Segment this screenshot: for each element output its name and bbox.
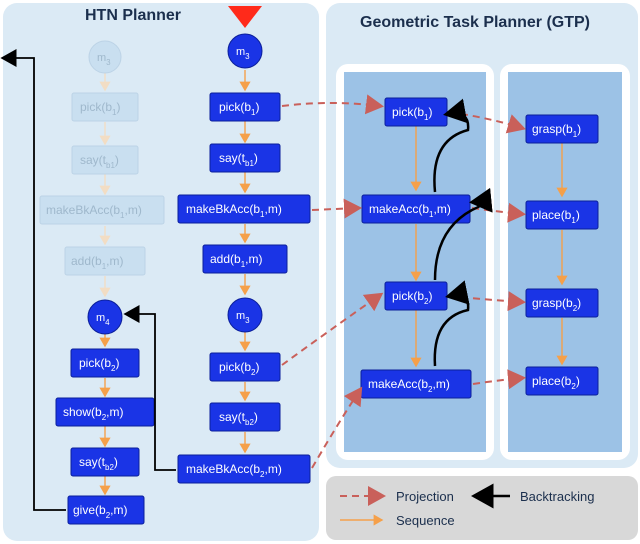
method-m3-second[interactable]: m3: [227, 297, 263, 333]
svg-text:pick(b2): pick(b2): [392, 289, 432, 306]
svg-text:pick(b2): pick(b2): [79, 356, 119, 373]
faded-node-makebkacc: makeBkAcc(b1,m): [39, 195, 165, 225]
svg-text:add(b1,m): add(b1,m): [71, 254, 123, 271]
legend-panel: [326, 476, 638, 540]
node-makebkacc-b1[interactable]: makeBkAcc(b1,m): [177, 194, 311, 224]
gtp-node-place-b2[interactable]: place(b2): [525, 366, 599, 396]
backtracking-arrows: [0, 49, 493, 511]
gtp-node-makeacc-b2[interactable]: makeAcc(b2,m): [360, 369, 472, 399]
legend-projection-label: Projection: [396, 489, 454, 504]
legend: Projection Backtracking Sequence: [340, 483, 594, 528]
svg-text:grasp(b2): grasp(b2): [532, 296, 581, 313]
projection-arrows: [281, 94, 526, 469]
svg-text:makeAcc(b2,m): makeAcc(b2,m): [368, 377, 450, 394]
svg-text:makeBkAcc(b1,m): makeBkAcc(b1,m): [46, 203, 142, 220]
svg-text:say(tb2): say(tb2): [219, 410, 258, 427]
svg-text:m4: m4: [96, 312, 110, 327]
method-m4[interactable]: m4: [87, 299, 123, 335]
faded-method-m3: m3: [88, 40, 122, 74]
legend-sequence-label: Sequence: [396, 513, 455, 528]
start-triangle-icon: [228, 6, 262, 28]
gtp-node-grasp-b1[interactable]: grasp(b1): [525, 114, 599, 144]
node-pick-b2[interactable]: pick(b2): [209, 352, 281, 382]
svg-text:place(b1): place(b1): [532, 208, 580, 225]
gtp-node-makeacc-b1[interactable]: makeAcc(b1,m): [361, 194, 471, 224]
svg-text:say(tb1): say(tb1): [219, 151, 258, 168]
legend-backtracking-label: Backtracking: [520, 489, 594, 504]
faded-node-pick: pick(b1): [71, 92, 139, 122]
node-add-b1[interactable]: add(b1,m): [202, 244, 288, 274]
svg-text:m3: m3: [236, 310, 250, 325]
svg-text:give(b2,m): give(b2,m): [73, 503, 127, 520]
svg-text:place(b2): place(b2): [532, 374, 580, 391]
left-node-show-b2[interactable]: show(b2,m): [55, 397, 155, 427]
svg-text:pick(b1): pick(b1): [392, 105, 432, 122]
htn-panel-title: HTN Planner: [85, 7, 181, 24]
svg-text:makeAcc(b1,m): makeAcc(b1,m): [369, 202, 451, 219]
left-node-say-tb2[interactable]: say(tb2): [70, 447, 140, 477]
gtp-node-pick-b1[interactable]: pick(b1): [384, 97, 448, 127]
node-say-tb1[interactable]: say(tb1): [209, 143, 281, 173]
left-node-give-b2[interactable]: give(b2,m): [67, 495, 145, 525]
left-node-pick-b2[interactable]: pick(b2): [70, 348, 140, 378]
node-pick-b1[interactable]: pick(b1): [209, 92, 281, 122]
node-makebkacc-b2[interactable]: makeBkAcc(b2,m): [177, 454, 311, 484]
gtp-panel-title: Geometric Task Planner (GTP): [360, 14, 590, 31]
svg-text:add(b1,m): add(b1,m): [210, 252, 262, 269]
method-m3-top[interactable]: m3: [227, 33, 263, 69]
svg-text:say(tb1): say(tb1): [80, 153, 119, 170]
faded-node-add: add(b1,m): [64, 246, 146, 276]
svg-text:pick(b2): pick(b2): [219, 360, 259, 377]
gtp-node-pick-b2[interactable]: pick(b2): [384, 281, 448, 311]
svg-text:show(b2,m): show(b2,m): [63, 405, 123, 422]
svg-text:makeBkAcc(b1,m): makeBkAcc(b1,m): [186, 202, 282, 219]
gtp-node-grasp-b2[interactable]: grasp(b2): [525, 288, 599, 318]
svg-text:pick(b1): pick(b1): [219, 100, 259, 117]
svg-text:makeBkAcc(b2,m): makeBkAcc(b2,m): [186, 462, 282, 479]
svg-text:grasp(b1): grasp(b1): [532, 122, 581, 139]
gtp-node-place-b1[interactable]: place(b1): [525, 200, 599, 230]
svg-text:m3: m3: [97, 52, 111, 67]
node-say-tb2[interactable]: say(tb2): [209, 402, 281, 432]
svg-text:pick(b1): pick(b1): [80, 100, 120, 117]
svg-text:m3: m3: [236, 46, 250, 61]
faded-node-say: say(tb1): [71, 145, 139, 175]
svg-text:say(tb2): say(tb2): [79, 455, 118, 472]
